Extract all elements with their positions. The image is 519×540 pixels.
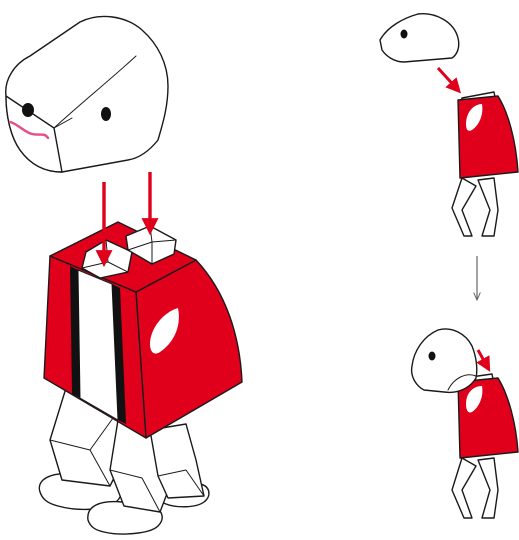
assembly-arrow: [476, 349, 491, 372]
step-2-legs: [451, 457, 499, 519]
step-2-figure: [410, 328, 519, 519]
step-1-figure: [379, 13, 519, 237]
eye-icon: [22, 103, 34, 117]
step-2-head: [410, 328, 478, 394]
step-2-torso: [457, 373, 519, 459]
step-1-torso: [457, 91, 519, 179]
eye-icon: [101, 107, 111, 121]
step-1-head: [379, 13, 460, 63]
blush-mark: [8, 120, 50, 140]
main-head: [5, 15, 169, 173]
eye-icon: [400, 29, 408, 39]
eye-icon: [428, 351, 436, 361]
heart-icon: [466, 104, 483, 131]
main-assembly-arrows: [95, 172, 159, 268]
heart-icon: [150, 308, 179, 354]
main-torso: [43, 221, 243, 439]
main-assembly-figure: [5, 15, 243, 535]
step-1-legs: [451, 177, 499, 237]
assembly-arrow: [436, 66, 462, 94]
heart-icon: [466, 386, 483, 413]
